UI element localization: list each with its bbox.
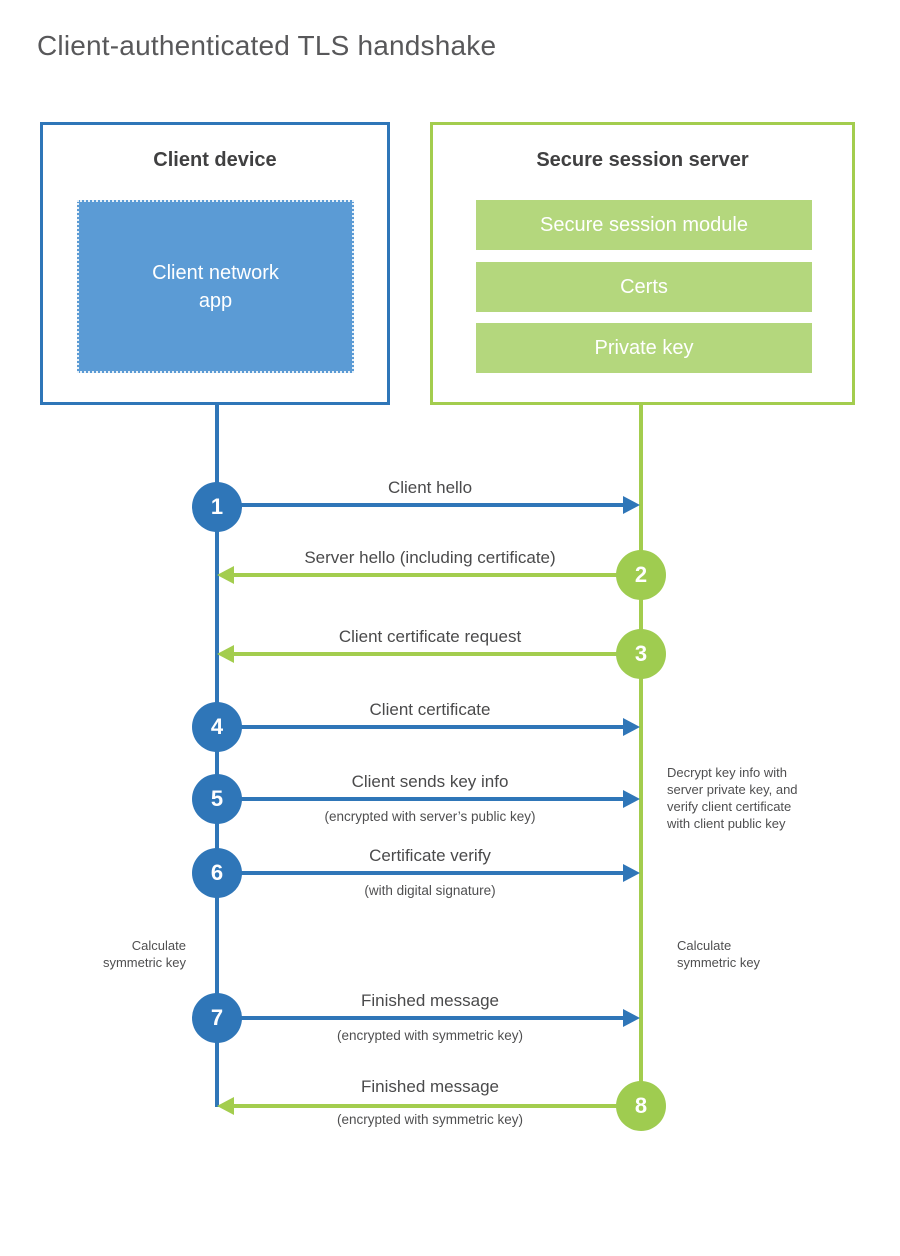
step-circle: 4 xyxy=(192,702,242,752)
message-label: Client hello xyxy=(387,478,473,497)
message-label: Client sends key info xyxy=(351,772,509,791)
message-label: Client certificate xyxy=(369,700,491,719)
step-circle: 5 xyxy=(192,774,242,824)
message-sublabel: (encrypted with symmetric key) xyxy=(336,1028,524,1043)
message-sublabel: (with digital signature) xyxy=(364,883,496,898)
message-label: Certificate verify xyxy=(369,846,491,865)
arrow-line xyxy=(217,725,625,729)
step-circle: 8 xyxy=(616,1081,666,1131)
arrow-line xyxy=(217,797,625,801)
message-sublabel: (encrypted with server’s public key) xyxy=(324,809,536,824)
message-label: Server hello (including certificate) xyxy=(304,548,556,567)
arrow-line xyxy=(233,1104,641,1108)
calculate-symmetric-key-note-server: Calculate symmetric key xyxy=(677,938,761,971)
step-circle: 2 xyxy=(616,550,666,600)
arrow-line xyxy=(217,503,625,507)
step-circle: 1 xyxy=(192,482,242,532)
secure-session-server-box: Secure session server Secure session mod… xyxy=(430,122,855,405)
server-lifeline xyxy=(639,404,643,1106)
arrowhead-right-icon xyxy=(623,790,640,808)
step-circle: 7 xyxy=(192,993,242,1043)
certs-bar: Certs xyxy=(476,262,812,312)
arrowhead-right-icon xyxy=(623,496,640,514)
message-label: Finished message xyxy=(361,1077,499,1096)
arrowhead-left-icon xyxy=(217,645,234,663)
client-device-title: Client device xyxy=(153,149,277,171)
step-circle: 6 xyxy=(192,848,242,898)
arrowhead-right-icon xyxy=(623,1009,640,1027)
arrowhead-left-icon xyxy=(217,566,234,584)
client-device-box: Client device Client network app xyxy=(40,122,390,405)
private-key-bar: Private key xyxy=(476,323,812,373)
message-label: Client certificate request xyxy=(338,627,522,646)
calculate-symmetric-key-note-client: Calculate symmetric key xyxy=(102,938,186,971)
message-label: Finished message xyxy=(361,991,499,1010)
arrow-line xyxy=(233,652,641,656)
decrypt-key-note: Decrypt key info with server private key… xyxy=(667,765,798,832)
message-sublabel: (encrypted with symmetric key) xyxy=(336,1112,524,1127)
arrow-line xyxy=(217,1016,625,1020)
step-circle: 3 xyxy=(616,629,666,679)
arrow-line xyxy=(233,573,641,577)
arrowhead-left-icon xyxy=(217,1097,234,1115)
secure-session-module-bar: Secure session module xyxy=(476,200,812,250)
arrow-line xyxy=(217,871,625,875)
page-title: Client-authenticated TLS handshake xyxy=(37,30,497,61)
client-network-app-box: Client network app xyxy=(77,200,354,373)
arrowhead-right-icon xyxy=(623,864,640,882)
arrowhead-right-icon xyxy=(623,718,640,736)
secure-session-server-title: Secure session server xyxy=(536,149,749,171)
client-lifeline xyxy=(215,404,219,1107)
